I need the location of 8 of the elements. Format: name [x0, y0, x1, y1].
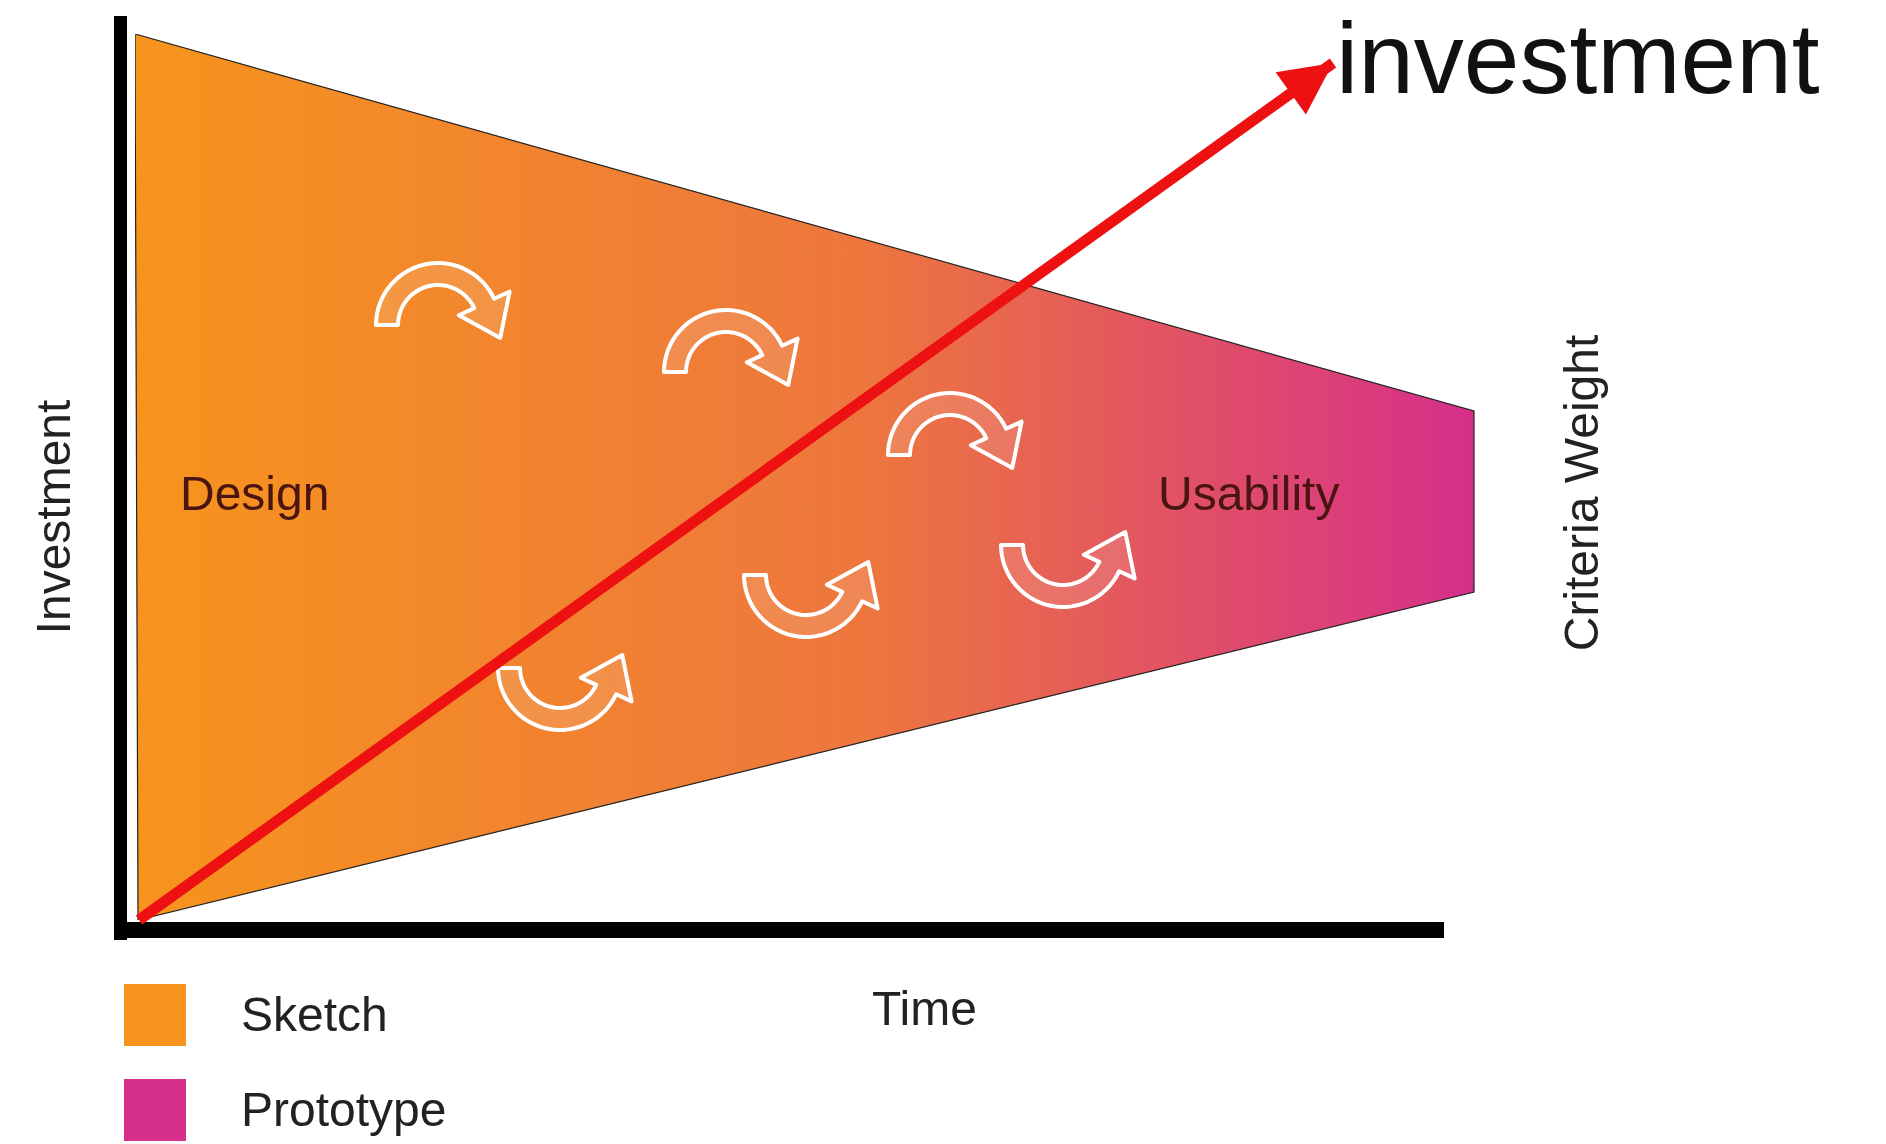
- axis-label: Investment: [30, 399, 78, 635]
- legend-label: Sketch: [241, 991, 388, 1039]
- arrow-label: investment: [1336, 8, 1820, 108]
- axis-label: Time: [872, 985, 977, 1033]
- region-label: Usability: [1158, 470, 1340, 518]
- region-label: Design: [180, 470, 330, 518]
- legend-label: Prototype: [241, 1086, 447, 1134]
- axis-label: Criteria Weight: [1558, 334, 1606, 652]
